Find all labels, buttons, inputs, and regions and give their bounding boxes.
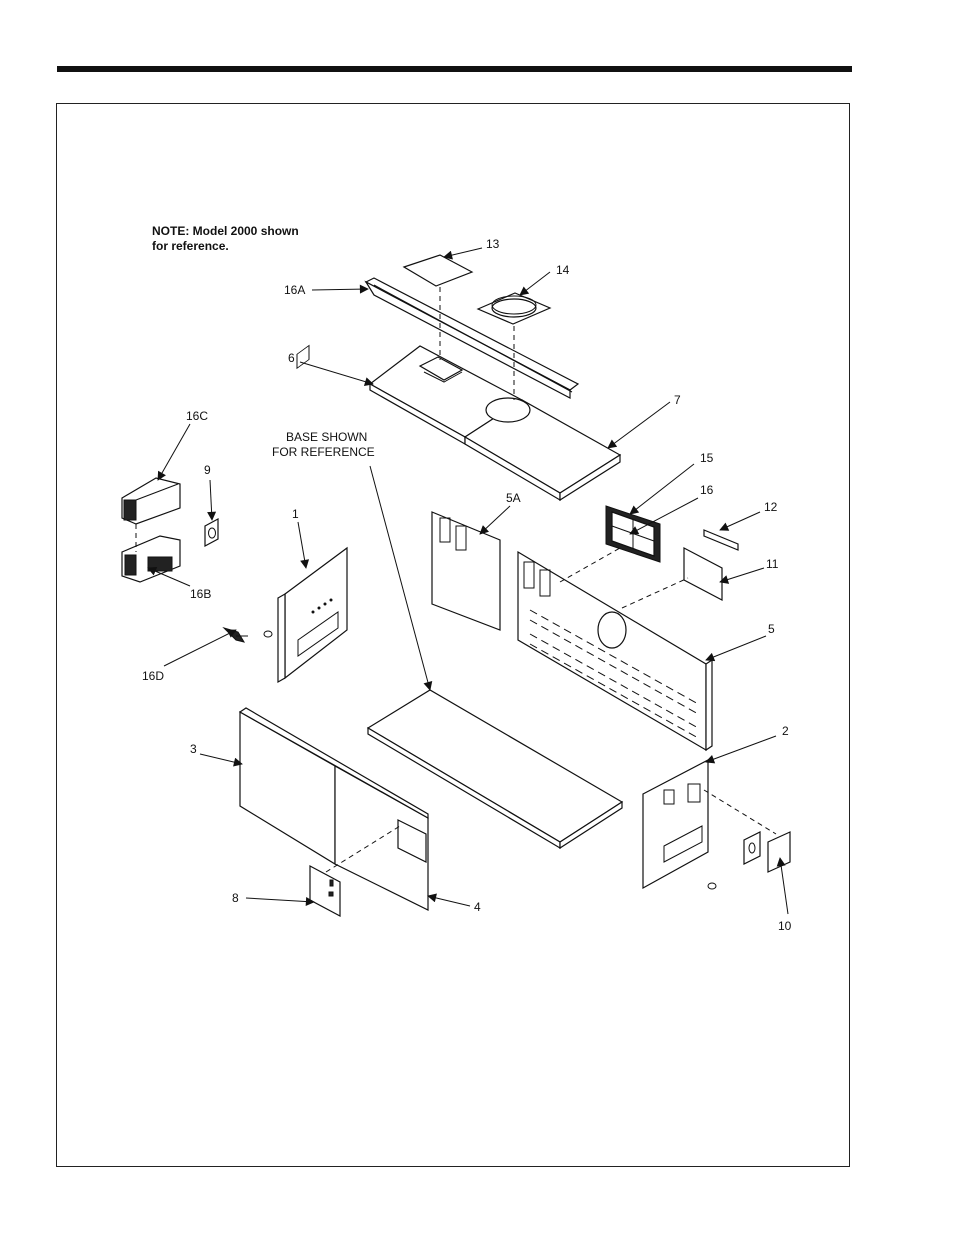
- callout-11: 11: [766, 557, 779, 571]
- part-7-top-panel: [465, 398, 620, 500]
- callout-10: 10: [778, 919, 792, 933]
- dash-10: [704, 790, 776, 834]
- dash-11: [622, 578, 688, 608]
- note-line-1: NOTE: Model 2000 shown: [152, 224, 299, 238]
- callout-4: 4: [474, 900, 481, 914]
- callout-6: 6: [288, 351, 295, 365]
- callout-16: 16: [700, 483, 714, 497]
- part-11-access-plate: [684, 548, 722, 600]
- callout-16b: 16B: [190, 587, 211, 601]
- part-5a-inner-panel: [432, 512, 500, 630]
- part-13-cover-plate: [404, 255, 472, 286]
- callout-16c: 16C: [186, 409, 208, 423]
- callout-5: 5: [768, 622, 775, 636]
- callout-13: 13: [486, 237, 500, 251]
- callout-9: 9: [204, 463, 211, 477]
- part-16b-vent-base: [122, 524, 180, 582]
- callout-16a: 16A: [284, 283, 305, 297]
- part-10-cover: [744, 832, 790, 872]
- base-note-line-2: FOR REFERENCE: [272, 445, 375, 459]
- callout-1: 1: [292, 507, 299, 521]
- part-2-side-panel: [643, 760, 716, 889]
- part-15-blower-housing: [606, 506, 660, 562]
- part-9-gasket: [205, 519, 218, 546]
- part-14-flue-collar: [478, 293, 550, 324]
- part-12-bracket: [704, 530, 738, 550]
- callout-5a: 5A: [506, 491, 521, 505]
- base-note-line-1: BASE SHOWN: [286, 430, 367, 444]
- callout-16d: 16D: [142, 669, 164, 683]
- note-line-2: for reference.: [152, 239, 229, 253]
- callout-3: 3: [190, 742, 197, 756]
- part-8-access-panel: [310, 866, 340, 916]
- callout-15: 15: [700, 451, 714, 465]
- callout-14: 14: [556, 263, 570, 277]
- callout-8: 8: [232, 891, 239, 905]
- callout-2: 2: [782, 724, 789, 738]
- part-5-back-panel: [518, 552, 712, 750]
- part-16c-vent-hood: [122, 478, 180, 524]
- dash-15: [560, 548, 620, 582]
- part-1-side-panel: [264, 345, 347, 682]
- callout-12: 12: [764, 500, 778, 514]
- callout-7: 7: [674, 393, 681, 407]
